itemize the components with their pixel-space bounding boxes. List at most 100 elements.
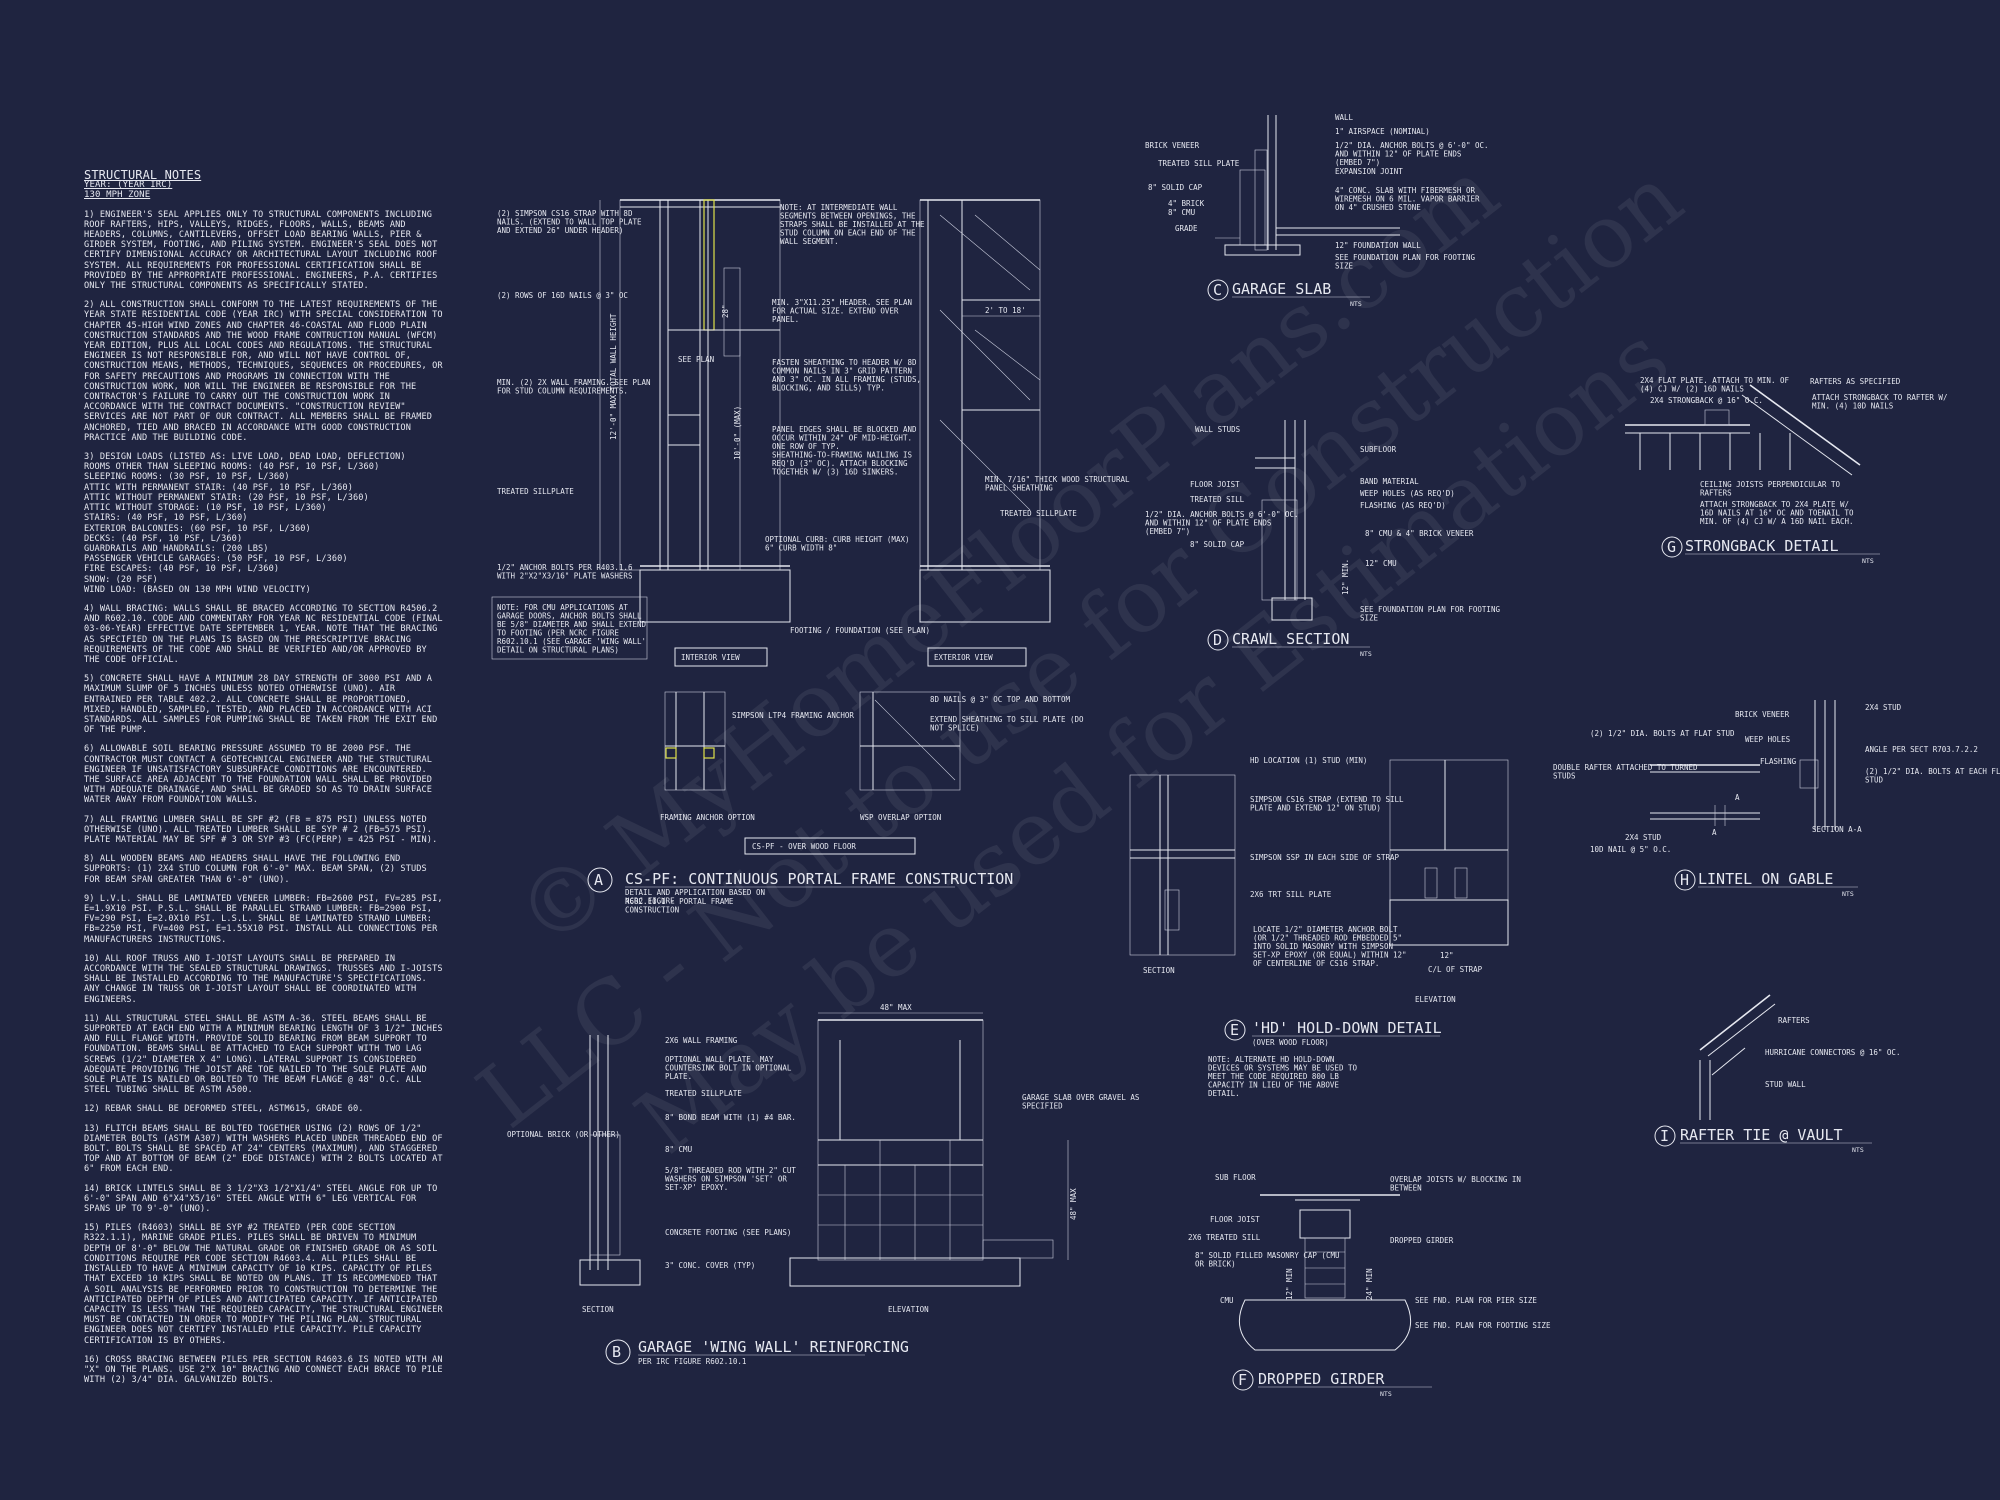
detail-e-hold-down: HD LOCATION (1) STUD (MIN) SIMPSON CS16 … xyxy=(1129,756,1509,1098)
note-paragraph: 4) WALL BRACING: WALLS SHALL BE BRACED A… xyxy=(84,603,443,665)
b-bubble: B xyxy=(612,1343,621,1361)
h-label-angle: ANGLE PER SECT R703.7.2.2 xyxy=(1865,745,1978,754)
e-sub: (OVER WOOD FLOOR) xyxy=(1252,1038,1329,1047)
h-bubble: H xyxy=(1680,871,1689,889)
e-title: 'HD' HOLD-DOWN DETAIL xyxy=(1252,1019,1442,1037)
d-title: CRAWL SECTION xyxy=(1232,630,1349,648)
f-label-sub: SUB FLOOR xyxy=(1215,1173,1256,1182)
d-label-min: 12" MIN. xyxy=(1341,559,1350,595)
e-elevation: ELEVATION xyxy=(1415,995,1456,1004)
structural-notes: STRUCTURAL NOTES YEAR: (YEAR IRC) 130 mp… xyxy=(84,168,444,1386)
a-over-wood: CS-PF - OVER WOOD FLOOR xyxy=(752,842,856,851)
a-label-curb: OPTIONAL CURB: CURB HEIGHT (MAX)6" CURB … xyxy=(765,535,910,553)
notes-zone: 130 mph ZONE xyxy=(84,190,151,201)
note-paragraph: 14) BRICK LINTELS SHALL BE 3 1/2"x3 1/2"… xyxy=(84,1183,438,1215)
notes-title: STRUCTURAL NOTES xyxy=(84,168,202,182)
detail-b-wing-wall: 48" MAX 48" MAX 2x6 WALL FRAMING OPTIONA… xyxy=(507,1003,1140,1366)
f-label-cmu: CMU xyxy=(1220,1296,1234,1305)
a-title: CS-PF: CONTINUOUS PORTAL FRAME CONSTRUCT… xyxy=(625,870,1013,888)
a-wsp-nails: 8d NAILS @ 3" OC TOP AND BOTTOM xyxy=(930,695,1070,704)
e-bubble: E xyxy=(1230,1021,1239,1039)
c-label-solid: 8" SOLID CAP xyxy=(1148,183,1203,192)
h-label-brick: BRICK VENEER xyxy=(1735,710,1790,719)
detail-c-garage-slab: WALL 1" AIRSPACE (NOMINAL) 1/2" DIA. ANC… xyxy=(1145,113,1489,308)
b-label-brick: OPTIONAL BRICK (OR OTHER) xyxy=(507,1130,620,1139)
note-paragraph: 11) ALL STRUCTURAL STEEL SHALL BE ASTM A… xyxy=(84,1013,443,1096)
f-label-joist: FLOOR JOIST xyxy=(1210,1215,1260,1224)
a-dim-height: 10'-0" (MAX) xyxy=(733,406,742,460)
note-paragraph: 2) ALL CONSTRUCTION SHALL CONFORM TO THE… xyxy=(84,300,443,443)
i-title: RAFTER TIE @ VAULT xyxy=(1680,1126,1843,1144)
note-paragraph: 3) DESIGN LOADS (LISTED AS: LIVE LOAD, D… xyxy=(84,452,406,463)
note-paragraph: WIND LOAD: (BASED ON 130 MPH WIND VELOCI… xyxy=(84,584,311,595)
a-label-sill: TREATED SILLPLATE xyxy=(497,487,574,496)
note-paragraph: 6) ALLOWABLE SOIL BEARING PRESSURE ASSUM… xyxy=(84,744,433,806)
d-label-sill: TREATED SILL xyxy=(1190,495,1245,504)
f-title: DROPPED GIRDER xyxy=(1258,1370,1385,1388)
g-bubble: G xyxy=(1667,538,1676,556)
e-section: SECTION xyxy=(1143,966,1175,975)
i-nts: NTS xyxy=(1852,1146,1864,1154)
note-paragraph: 8) ALL WOODEN BEAMS AND HEADERS SHALL HA… xyxy=(84,854,427,885)
c-label-brick4: 4" BRICK xyxy=(1168,199,1205,208)
a-see-plan: SEE PLAN xyxy=(678,355,714,364)
d-label-cmu: 8" CMU & 4" BRICK VENEER xyxy=(1365,529,1474,538)
detail-g-strongback: 2x4 FLAT PLATE. ATTACH TO MIN. OF(4) CJ … xyxy=(1625,376,1947,565)
d-label-weep: WEEP HOLES (AS REQ'D) xyxy=(1360,489,1455,498)
d-label-cmu12: 12" CMU xyxy=(1365,559,1397,568)
b-sub: PER IRC FIGURE R602.10.1 xyxy=(638,1357,746,1366)
h-section: SECTION A-A xyxy=(1812,825,1862,834)
note-paragraph: ATTIC WITHOUT PERMANENT STAIR: (20 PSF, … xyxy=(84,492,369,503)
c-label-fwall: 12" FOUNDATION WALL xyxy=(1335,241,1421,250)
b-label-cover: 3" CONC. COVER (TYP) xyxy=(665,1261,755,1270)
note-paragraph: 15) PILES (R4603) SHALL BE SYP #2 TREATE… xyxy=(84,1223,443,1346)
b-label-sill: TREATED SILLPLATE xyxy=(665,1089,742,1098)
c-bubble: C xyxy=(1213,281,1222,299)
g-label-strong: 2x4 STRONGBACK @ 16" O.C. xyxy=(1650,396,1763,405)
h-label-a-top: A xyxy=(1735,793,1740,802)
a-dim-28: 28" xyxy=(721,304,730,318)
g-label-attach: ATTACH STRONGBACK TO RAFTER W/MIN. (4) 1… xyxy=(1812,393,1947,411)
c-label-airspace: 1" AIRSPACE (NOMINAL) xyxy=(1335,127,1430,136)
note-paragraph: 16) CROSS BRACING BETWEEN PILES PER SECT… xyxy=(84,1354,443,1386)
e-label-hd: HD LOCATION (1) STUD (MIN) xyxy=(1250,756,1367,765)
note-paragraph: 9) L.V.L. SHALL BE LAMINATED VENEER LUMB… xyxy=(84,893,443,945)
detail-i-rafter-tie: RAFTERS HURRICANE CONNECTORS @ 16" OC. S… xyxy=(1654,994,1900,1154)
f-nts: NTS xyxy=(1380,1390,1392,1398)
a-label-treated-ext: TREATED SILLPLATE xyxy=(1000,509,1077,518)
a-wsp-overlap-option: WSP OVERLAP OPTION xyxy=(860,813,941,822)
b-label-footing: CONCRETE FOOTING (SEE PLANS) xyxy=(665,1228,791,1237)
d-label-flash: FLASHING (AS REQ'D) xyxy=(1360,501,1446,510)
a-bubble: A xyxy=(594,871,603,889)
h-label-a-bottom: A xyxy=(1712,828,1717,837)
note-paragraph: 12) REBAR SHALL BE DEFORMED STEEL, ASTM6… xyxy=(84,1104,364,1115)
c-label-grade: GRADE xyxy=(1175,224,1198,233)
i-label-hurricane: HURRICANE CONNECTORS @ 16" OC. xyxy=(1765,1048,1900,1057)
a-interior-view: INTERIOR VIEW xyxy=(681,653,740,662)
h-label-nail: 10d NAIL @ 5" O.C. xyxy=(1590,845,1671,854)
h-nts: NTS xyxy=(1842,890,1854,898)
b-elevation: ELEVATION xyxy=(888,1305,929,1314)
a-framing-anchor-option: FRAMING ANCHOR OPTION xyxy=(660,813,755,822)
b-label-bond: 8" BOND BEAM WITH (1) #4 BAR. xyxy=(665,1113,796,1122)
f-bubble: F xyxy=(1238,1371,1247,1389)
h-title: LINTEL ON GABLE xyxy=(1698,870,1833,888)
